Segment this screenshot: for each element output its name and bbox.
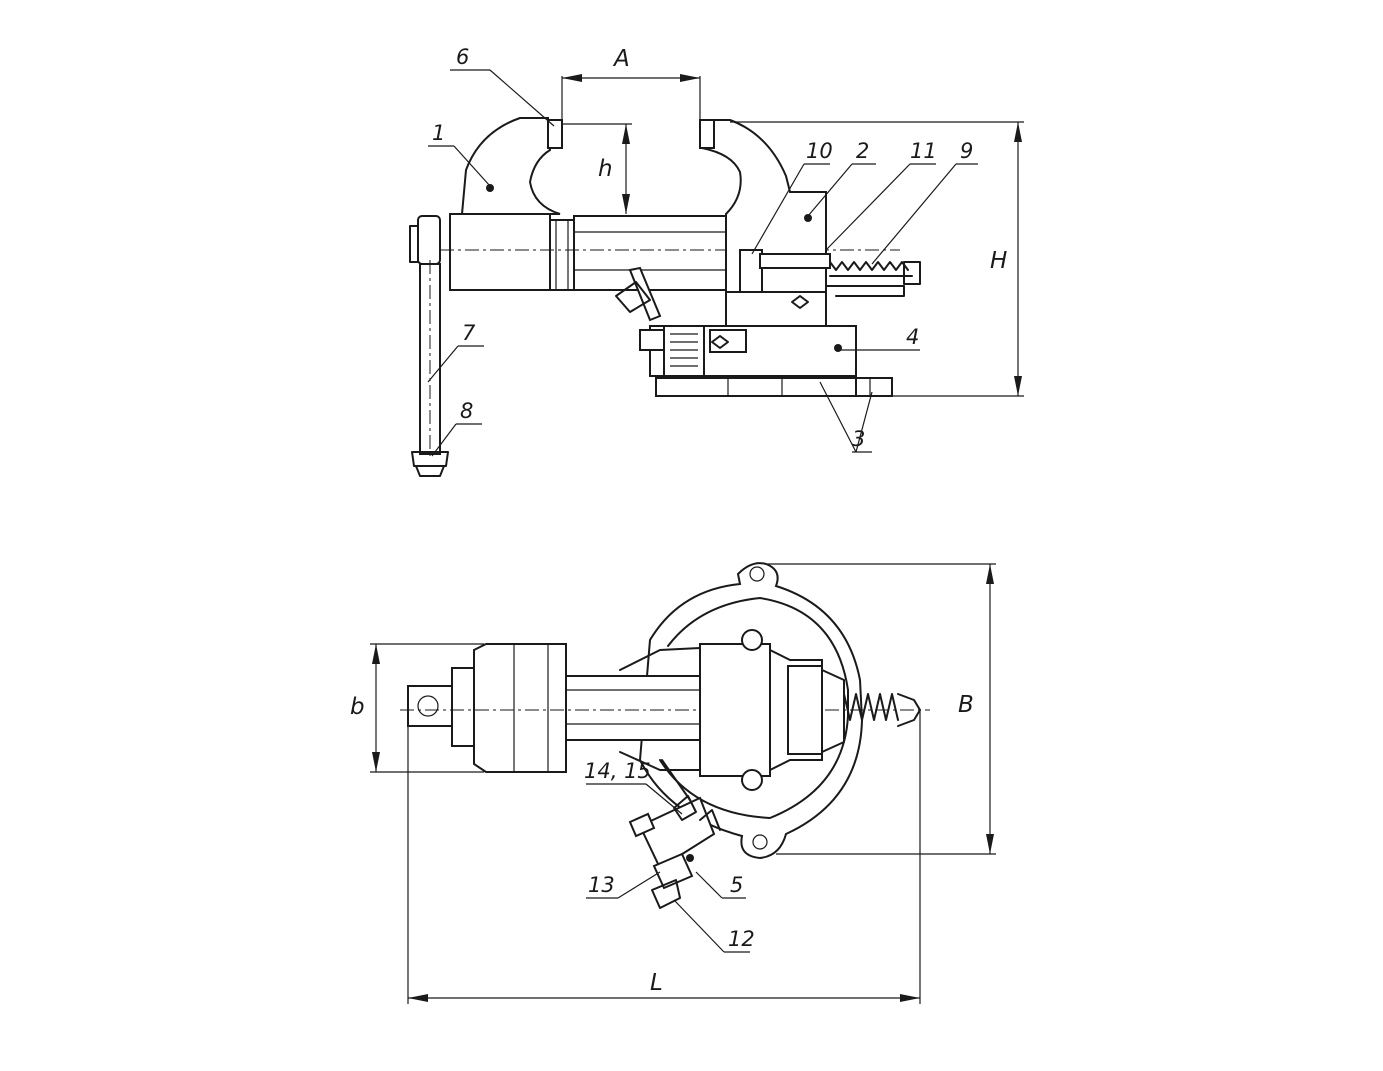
- handle-bar: [409, 215, 449, 477]
- top-jaw-block: [619, 629, 845, 791]
- label-part-5: 5: [730, 873, 743, 897]
- dimension-A: A: [561, 46, 701, 120]
- label-part-7: 7: [462, 321, 476, 345]
- label-part-12: 12: [728, 927, 755, 951]
- left-jaw: [460, 117, 563, 215]
- top-lock-lever: [628, 759, 721, 909]
- label-part-1: 1: [432, 121, 445, 145]
- dimension-L: L: [407, 710, 921, 1004]
- dimension-b: b: [350, 643, 484, 773]
- dim-label-B: B: [958, 692, 974, 718]
- side-view: A h H 6 1: [409, 45, 1024, 477]
- label-part-13: 13: [588, 873, 615, 897]
- side-view-callouts: 6 1 10 2 11 9 4: [427, 45, 978, 457]
- dim-label-A: A: [612, 46, 630, 72]
- label-part-6: 6: [456, 45, 469, 69]
- base-plate: [655, 377, 893, 397]
- top-view: b B L 14, 15 13: [350, 562, 996, 1004]
- dim-label-b: b: [350, 694, 365, 720]
- label-part-9: 9: [960, 139, 973, 163]
- dimension-B: B: [766, 563, 996, 855]
- label-part-8: 8: [460, 399, 473, 423]
- label-part-3: 3: [852, 427, 865, 451]
- label-part-11: 11: [910, 139, 937, 163]
- swivel-base: [639, 325, 857, 377]
- dim-label-h: h: [598, 156, 613, 182]
- top-view-callouts: 14, 15 13 5 12: [584, 759, 755, 953]
- dimension-h: h: [562, 123, 632, 214]
- dimension-H: H: [730, 121, 1024, 397]
- spring-assembly: [825, 261, 921, 297]
- right-jaw: [699, 119, 827, 293]
- dim-label-L: L: [650, 970, 663, 996]
- label-part-2: 2: [856, 139, 869, 163]
- movable-jaw-body: [440, 213, 900, 291]
- label-part-4: 4: [906, 325, 919, 349]
- lower-mechanism: [615, 249, 831, 327]
- dim-label-H: H: [990, 248, 1007, 274]
- label-part-14-15: 14, 15: [584, 759, 651, 783]
- label-part-10: 10: [806, 139, 833, 163]
